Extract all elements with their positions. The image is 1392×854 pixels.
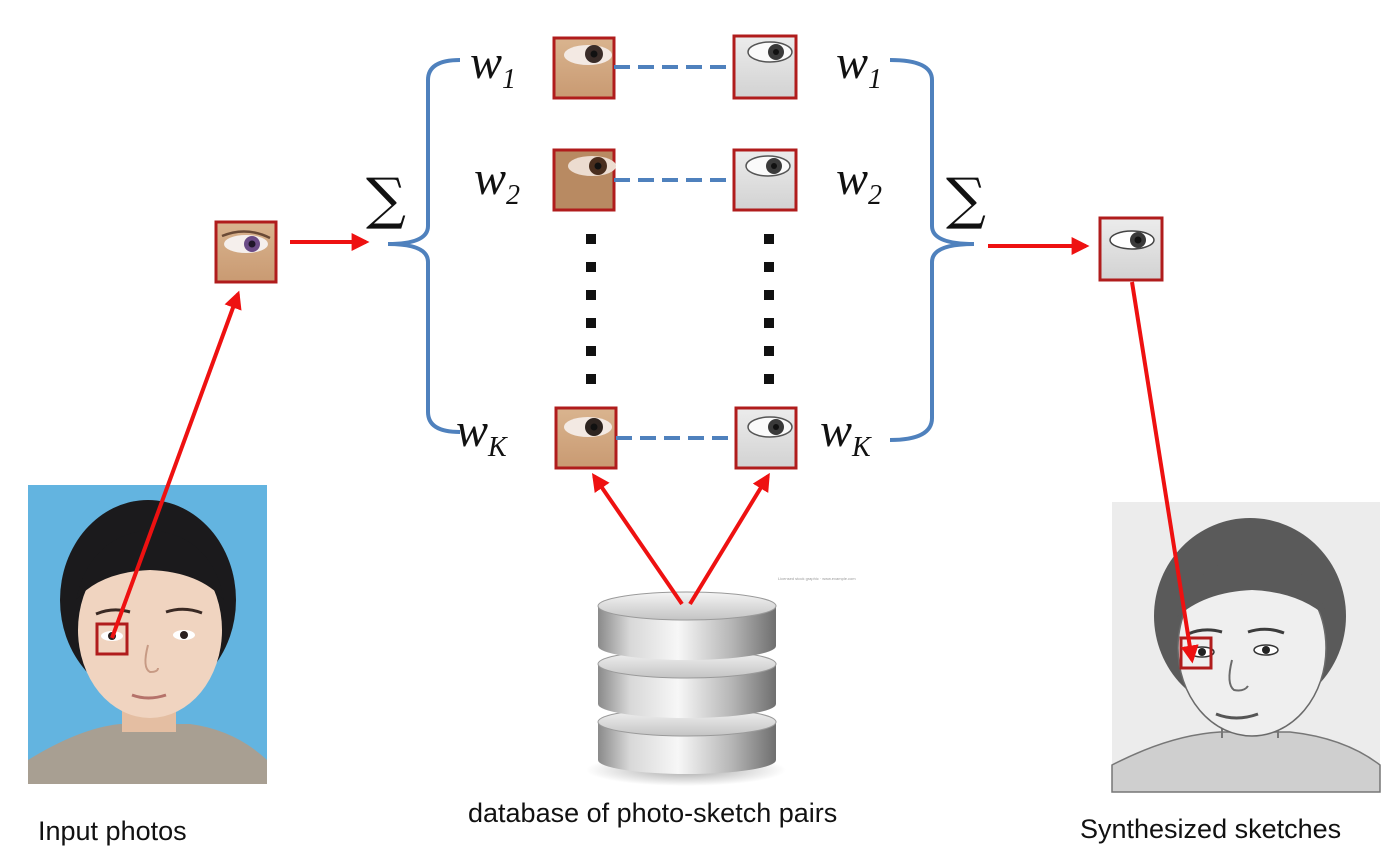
database-icon bbox=[586, 591, 786, 786]
arrow-photo-to-input-patch bbox=[110, 290, 242, 639]
database-sketch-patch bbox=[732, 148, 798, 212]
database-photo-patch bbox=[552, 36, 616, 100]
database-photo-patch bbox=[554, 406, 618, 470]
left-sum-symbol: ∑ bbox=[366, 167, 406, 232]
right-sum-symbol: ∑ bbox=[946, 167, 986, 232]
right-brace bbox=[889, 58, 975, 442]
weight-label-left-k: wK bbox=[456, 404, 508, 463]
weight-label-left-1: w1 bbox=[470, 36, 516, 95]
database-sketch-patch bbox=[732, 34, 798, 100]
arrow-database-to-sketch-patch bbox=[688, 472, 770, 606]
input-photos-caption: Input photos bbox=[38, 816, 187, 846]
input-eye-patch bbox=[214, 220, 278, 284]
input-face-photo bbox=[28, 485, 267, 784]
database-sketch-patch bbox=[734, 406, 798, 470]
left-brace bbox=[387, 58, 461, 434]
flow-arrows bbox=[110, 233, 1199, 664]
arrow-output-patch-to-sketch bbox=[1130, 281, 1199, 664]
database-caption: database of photo-sketch pairs bbox=[468, 798, 837, 828]
database-photo-patch bbox=[552, 148, 616, 212]
photo-column-ellipsis bbox=[586, 234, 596, 384]
weight-label-right-2: w2 bbox=[836, 152, 882, 211]
weight-label-right-1: w1 bbox=[836, 36, 882, 95]
sketch-column-ellipsis bbox=[764, 234, 774, 384]
output-eye-patch bbox=[1098, 216, 1164, 282]
weight-label-left-2: w2 bbox=[474, 152, 520, 211]
input-eye-patch-marker bbox=[95, 622, 129, 656]
watermark-text: Licensed stock graphic · www.example.com bbox=[778, 576, 856, 581]
weight-label-right-k: wK bbox=[820, 404, 872, 463]
synthesized-sketches-caption: Synthesized sketches bbox=[1080, 814, 1341, 844]
arrow-database-to-photo-patch bbox=[591, 473, 684, 606]
synthesized-face-sketch bbox=[1111, 502, 1381, 793]
